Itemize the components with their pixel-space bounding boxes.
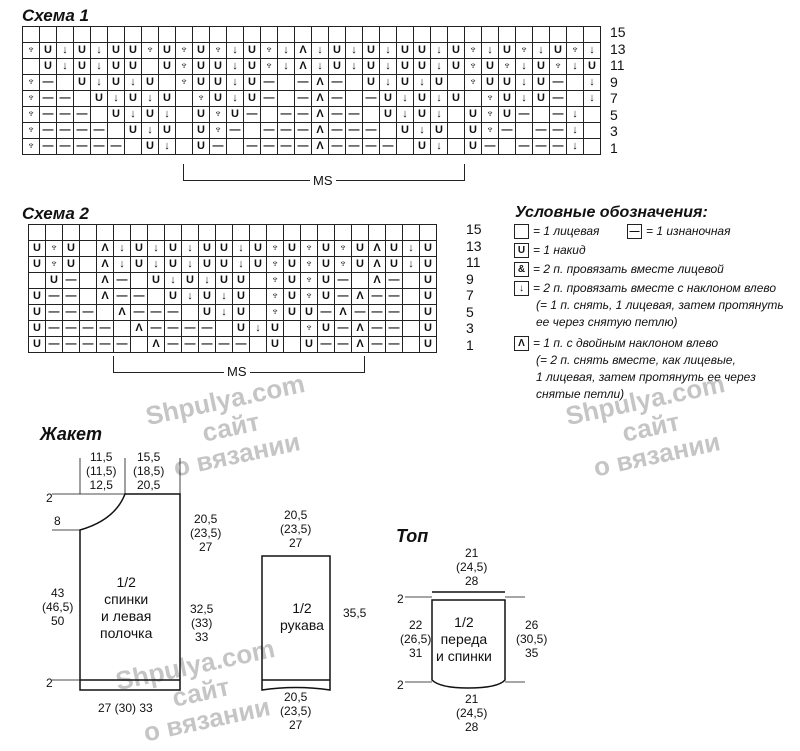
scheme2-row [28, 224, 437, 241]
scheme1-title: Схема 1 [22, 6, 89, 25]
scheme2-ms-label: MS [224, 364, 250, 379]
top-right-height: 26(30,5)35 [516, 618, 548, 660]
scheme2-row-number: 11 [466, 254, 481, 270]
scheme2-cell: — [232, 336, 250, 353]
jacket-neck-width: 11,5(11,5)12,5 [86, 450, 117, 492]
scheme1-row-number: 3 [610, 123, 618, 139]
scheme1-cell: ↓ [158, 138, 176, 155]
scheme1-row-number: 15 [610, 24, 626, 40]
scheme2-row-number: 5 [466, 303, 474, 320]
sleeve-bottom-width: 20,5(23,5)27 [280, 690, 312, 732]
sleeve-outline [261, 555, 331, 691]
scheme2-title: Схема 2 [22, 204, 89, 223]
legend-title: Условные обозначения: [515, 204, 708, 221]
legend-knit: = 1 лицевая [514, 224, 599, 240]
legend-ssk-note2: ее через снятую петлю) [536, 315, 678, 329]
sleeve-top-width: 20,5(23,5)27 [280, 508, 312, 550]
jacket-armhole: 20,5(23,5)27 [190, 512, 222, 554]
scheme1-row-number: 7 [610, 90, 618, 106]
scheme1-row-number: 11 [610, 57, 625, 73]
top-bottom-edge: 2 [397, 678, 404, 692]
legend-ssk: ↓= 2 п. провязать вместе с наклоном влев… [514, 281, 776, 297]
top-top-edge: 2 [397, 592, 404, 606]
scheme2-row: U——Λ——U↓U↓U♆U♆U—Λ——U [28, 288, 437, 305]
top-title: Топ [396, 526, 429, 546]
legend-double-note3: снятые петли) [536, 387, 625, 401]
scheme1-cell: ↓ [430, 138, 448, 155]
legend-ssk-note1: (= 1 п. снять, 1 лицевая, затем протянут… [536, 298, 784, 312]
sleeve-height: 35,5 [343, 606, 367, 620]
scheme1-cell: — [107, 138, 125, 155]
scheme1-row-number: 13 [610, 40, 626, 57]
scheme2-row-number: 15 [466, 221, 482, 237]
scheme1-cell: ↓ [583, 90, 601, 107]
jacket-height: 43(46,5)50 [42, 586, 74, 628]
scheme2-cell: U [266, 336, 284, 353]
jacket-outline [79, 493, 181, 691]
purl-symbol: — [627, 224, 642, 240]
scheme2-cell: U [419, 240, 437, 257]
scheme1-row: ♆——U↓U↓U♆U↓U——Λ——U↓U↓U♆U↓U—↓ [22, 90, 601, 107]
scheme1-row-number: 9 [610, 73, 618, 90]
legend-yarnover: U= 1 накид [514, 243, 586, 259]
jacket-bottom-edge: 2 [46, 676, 53, 690]
scheme2-row-number: 13 [466, 237, 482, 254]
scheme1-cell: — [515, 138, 533, 155]
scheme1-row-number: 1 [610, 139, 618, 156]
scheme2-cell: U [419, 336, 437, 353]
scheme2-row-number: 3 [466, 320, 474, 336]
jacket-neck-top: 2 [46, 491, 53, 505]
scheme2-row-number: 7 [466, 287, 474, 303]
top-left-height: 22(26,5)31 [400, 618, 432, 660]
scheme1-cell: Λ [311, 138, 329, 155]
scheme2-row-number: 9 [466, 270, 474, 287]
jacket-bottom-width: 27 (30) 33 [98, 701, 153, 715]
scheme1-ms-label: MS [310, 173, 336, 188]
top-outline [431, 599, 506, 689]
scheme2-row-number: 1 [466, 336, 474, 353]
scheme1-cell [583, 138, 601, 155]
scheme1-cell: — [73, 138, 91, 155]
scheme1-row: ♆———U↓U↓U♆U———Λ——U↓U↓U♆U——↓ [22, 106, 601, 123]
legend-k2tog: &= 2 п. провязать вместе лицевой [514, 262, 724, 278]
jacket-neck-depth: 8 [54, 514, 61, 528]
scheme1-row-number: 5 [610, 106, 618, 123]
yarnover-symbol: U [514, 243, 529, 259]
knit-symbol [514, 224, 529, 240]
scheme2-cell: U [300, 336, 318, 353]
legend-double-note2: 1 лицевая, затем протянуть ее через [536, 370, 756, 384]
double-dec-symbol: Λ [514, 336, 529, 352]
top-bottom-width: 21(24,5)28 [456, 692, 488, 734]
top-top-width: 21(24,5)28 [456, 546, 488, 588]
scheme1-cell: — [532, 138, 550, 155]
scheme1-row: ♆—————U↓U—————Λ————U↓U————↓ [22, 138, 601, 155]
legend-purl: —= 1 изнаночная [627, 224, 731, 240]
scheme2-cell: — [164, 336, 182, 353]
jacket-shoulder-width: 15,5(18,5)20,5 [133, 450, 165, 492]
ssk-symbol: ↓ [514, 281, 529, 297]
legend-double-note1: (= 2 п. снять вместе, как лицевые, [536, 353, 736, 367]
jacket-side: 32,5(33)33 [190, 602, 214, 644]
k2tog-symbol: & [514, 262, 529, 278]
scheme2-row: U————Λ————U↓U♆U—Λ——U [28, 320, 437, 337]
jacket-title: Жакет [40, 424, 103, 444]
scheme2-cell: U [419, 304, 437, 321]
legend-double-dec: Λ= 1 п. с двойным наклоном влево [514, 336, 718, 352]
